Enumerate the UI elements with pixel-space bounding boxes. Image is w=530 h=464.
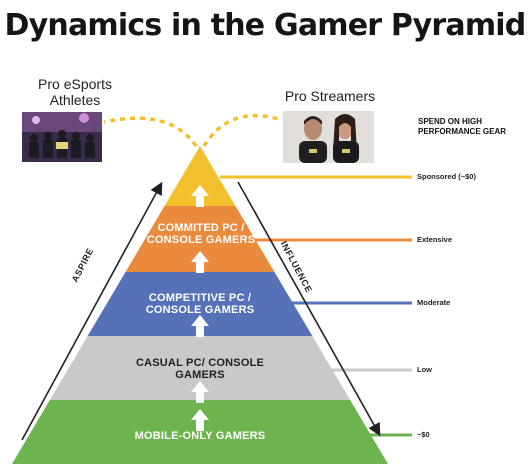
tier-sponsored-band (164, 146, 236, 206)
up-arrow-icon (191, 315, 209, 337)
tier-competitive-label: COMPETITIVE PC / CONSOLE GAMERS (145, 292, 255, 316)
spend-moderate-label: Moderate (417, 298, 451, 307)
connector-to-streamers (202, 113, 283, 147)
spend-low-label: Low (417, 365, 432, 374)
tier-commited-label: COMMITED PC / CONSOLE GAMERS (146, 222, 256, 246)
tier-mobile-band (12, 400, 388, 464)
spend-extensive-label: Extensive (417, 235, 453, 244)
up-arrow-icon (191, 409, 209, 431)
pro-athletes-label: Pro eSports Athletes (38, 76, 112, 108)
tier-commited-band (125, 206, 275, 272)
up-arrows (191, 185, 209, 431)
tier-bands (12, 146, 388, 464)
up-arrow-icon (191, 381, 209, 403)
aspire-arrow-icon (21, 181, 163, 441)
tier-casual-band (49, 336, 351, 400)
spend-sponsored-label: Sponsored (~$0) (417, 172, 476, 181)
spend-lines (220, 175, 412, 437)
streamers-photo (283, 111, 374, 163)
tier-competitive-band (87, 272, 313, 336)
pro-streamers-label: Pro Streamers (284, 88, 376, 104)
up-arrow-icon (191, 185, 209, 207)
side-arrows (21, 181, 381, 441)
connector-to-athletes (103, 116, 198, 148)
spend-heading: SPEND ON HIGH PERFORMANCE GEAR (418, 117, 507, 136)
tier-mobile-label: MOBILE-ONLY GAMERS (134, 430, 266, 442)
page-title: Dynamics in the Gamer Pyramid (4, 8, 527, 43)
influence-arrow-icon (237, 181, 381, 437)
athletes-photo (22, 112, 102, 162)
up-arrow-icon (191, 251, 209, 273)
tier-casual-label: CASUAL PC/ CONSOLE GAMERS (135, 357, 265, 381)
dotted-connectors (103, 113, 283, 148)
spend-zero-label: ~$0 (417, 430, 430, 439)
